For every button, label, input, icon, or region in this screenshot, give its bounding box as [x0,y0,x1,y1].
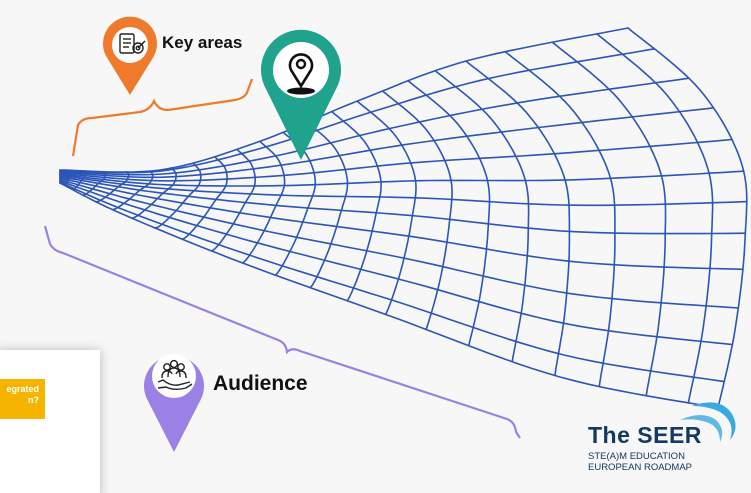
grid-line-horizontal [59,177,744,271]
logo-subtitle-line1: STE(A)M EDUCATION [588,451,685,462]
grid-line-horizontal [59,176,747,235]
grid-line-horizontal [59,107,715,179]
grid-line-vertical [407,79,491,347]
key-areas-bracket [71,78,254,157]
grid-line-horizontal [59,179,740,309]
grid-line-vertical [627,27,748,409]
checklist-target-icon [119,33,146,54]
grid-line-horizontal [59,138,733,182]
logo-subtitle-line2: EUROPEAN ROADMAP [588,462,692,473]
audience-pin [144,354,204,452]
wave-icon [680,402,736,442]
grid-line-horizontal [59,48,656,174]
audience-bracket [43,225,521,439]
grid-line-horizontal [59,170,745,187]
grid-line-vertical [356,100,417,316]
curved-grid-surface [59,27,748,409]
side-card: egrated n? [0,350,100,493]
grid-line-horizontal [59,181,725,383]
grid-line-horizontal [59,182,719,409]
key-areas-pin [103,16,157,96]
grid-line-horizontal [59,77,690,176]
side-card-highlight-box: egrated n? [0,379,45,419]
grid-line-vertical [130,167,177,219]
map-pin-icon [287,53,315,95]
key-areas-label: Key areas [162,33,243,52]
location-pin [261,29,341,160]
grid-line-horizontal [59,180,734,346]
seer-logo: The SEER STE(A)M EDUCATION EUROPEAN ROAD… [580,396,742,476]
people-in-hand-icon [157,359,193,390]
grid-line-horizontal [59,175,748,207]
side-card-text: egrated n? [6,384,39,405]
audience-label: Audience [213,372,308,395]
logo-title: The SEER [588,422,702,448]
